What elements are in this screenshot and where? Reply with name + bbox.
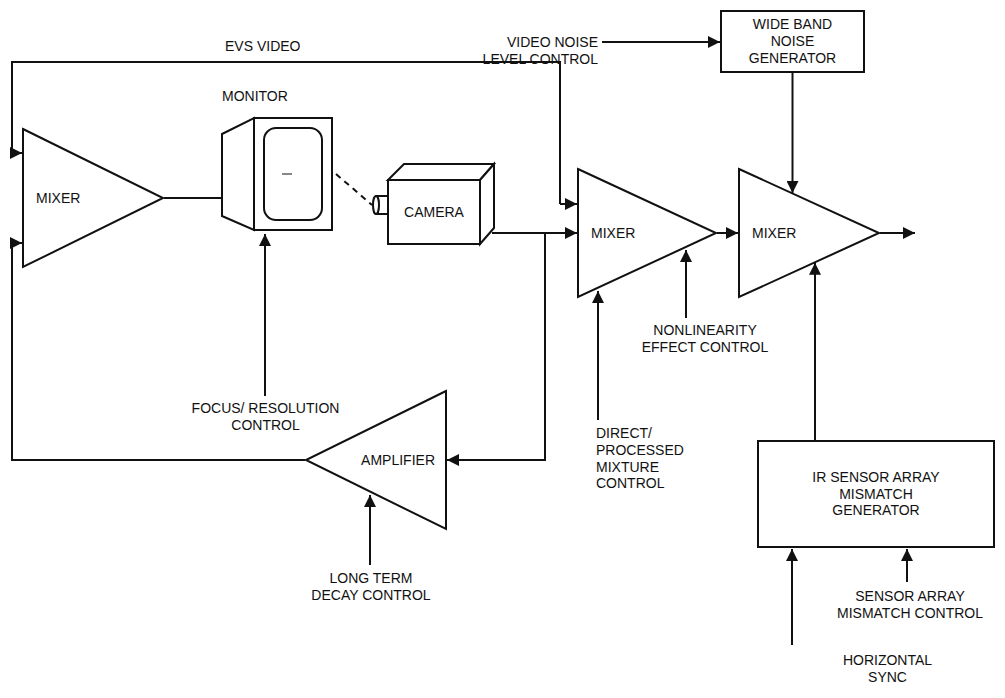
control-label: EVS VIDEO [225, 38, 345, 55]
signal-connector [447, 233, 545, 460]
control-arrow [264, 234, 266, 396]
node-text: WIDE BAND NOISE GENERATOR [737, 16, 849, 66]
shape-outline [372, 160, 496, 244]
shape-outline [218, 88, 338, 233]
mixer-triangle: MIXER [577, 168, 717, 298]
node-text: AMPLIFIER [361, 452, 435, 469]
generator-box: WIDE BAND NOISE GENERATOR [720, 10, 865, 73]
control-arrow [906, 549, 908, 582]
mixer-triangle: MIXER [738, 168, 880, 298]
control-arrow [369, 495, 371, 565]
signal-connector [717, 232, 738, 234]
node-text: MIXER [36, 190, 80, 207]
control-label: HORIZONTAL SYNC [835, 652, 940, 686]
control-label: NONLINEARITY EFFECT CONTROL [630, 322, 780, 356]
camera-unit: CAMERA [372, 160, 496, 244]
control-label: VIDEO NOISE LEVEL CONTROL [460, 34, 598, 68]
node-text: IR SENSOR ARRAY MISMATCH GENERATOR [801, 469, 951, 519]
control-label: DIRECT/ PROCESSED MIXTURE CONTROL [596, 425, 706, 492]
control-label: SENSOR ARRAY MISMATCH CONTROL [822, 588, 998, 622]
control-label: FOCUS/ RESOLUTION CONTROL [183, 400, 348, 434]
control-arrow [791, 549, 793, 645]
control-arrow [685, 250, 687, 318]
monitor-unit: MONITOR [218, 88, 338, 233]
control-arrow [602, 41, 720, 43]
evs-video-input [12, 152, 22, 154]
evs-video-input [560, 203, 577, 205]
signal-connector [336, 174, 372, 205]
output-arrow [880, 232, 915, 234]
signal-connector [164, 197, 222, 199]
signal-connector [792, 73, 794, 193]
node-text: MIXER [752, 225, 796, 242]
node-text: CAMERA [404, 204, 464, 221]
control-label: LONG TERM DECAY CONTROL [305, 570, 437, 604]
control-arrow [597, 291, 599, 420]
generator-box: IR SENSOR ARRAY MISMATCH GENERATOR [757, 440, 995, 548]
signal-connector [814, 263, 816, 440]
node-text: MONITOR [222, 88, 288, 105]
node-text: MIXER [591, 225, 635, 242]
mixer-triangle: MIXER [22, 128, 164, 268]
